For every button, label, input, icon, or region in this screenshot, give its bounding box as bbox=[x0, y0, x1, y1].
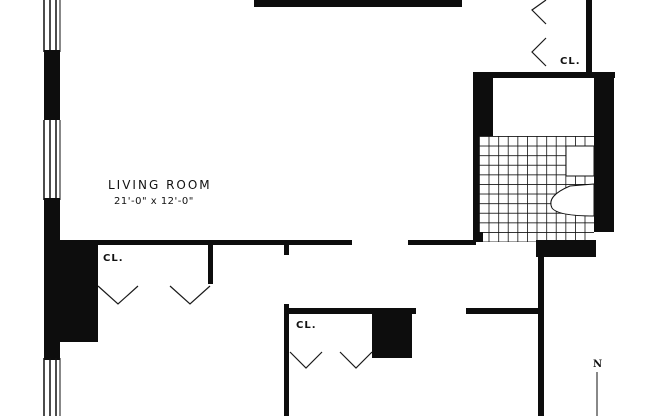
hall-partition bbox=[466, 308, 542, 314]
window-middle-left bbox=[43, 120, 61, 200]
closet-left bbox=[60, 240, 213, 342]
toilet-icon bbox=[550, 183, 595, 217]
living-room-dimensions: 21'-0" x 12'-0" bbox=[114, 196, 194, 207]
top-wall bbox=[254, 0, 462, 7]
window-bottom-left bbox=[43, 358, 61, 416]
closet-top-right-wall bbox=[586, 0, 592, 76]
closet-center bbox=[284, 304, 416, 416]
closet-top-right-doors bbox=[531, 0, 547, 67]
left-exterior-wall bbox=[43, 0, 61, 416]
living-room-label: LIVING ROOM bbox=[108, 178, 212, 192]
closet-center-label: CL. bbox=[296, 320, 317, 331]
sink-icon bbox=[565, 145, 595, 177]
closet-center-doors bbox=[289, 351, 373, 369]
window-top-left bbox=[43, 0, 61, 52]
right-hall-wall bbox=[538, 252, 544, 416]
closet-left-label: CL. bbox=[103, 253, 124, 264]
living-room-south-wall bbox=[60, 240, 476, 255]
bathroom bbox=[473, 72, 615, 257]
closet-top-right-label: CL. bbox=[560, 56, 581, 67]
north-label: N bbox=[593, 359, 603, 370]
closet-left-doors bbox=[97, 285, 211, 305]
